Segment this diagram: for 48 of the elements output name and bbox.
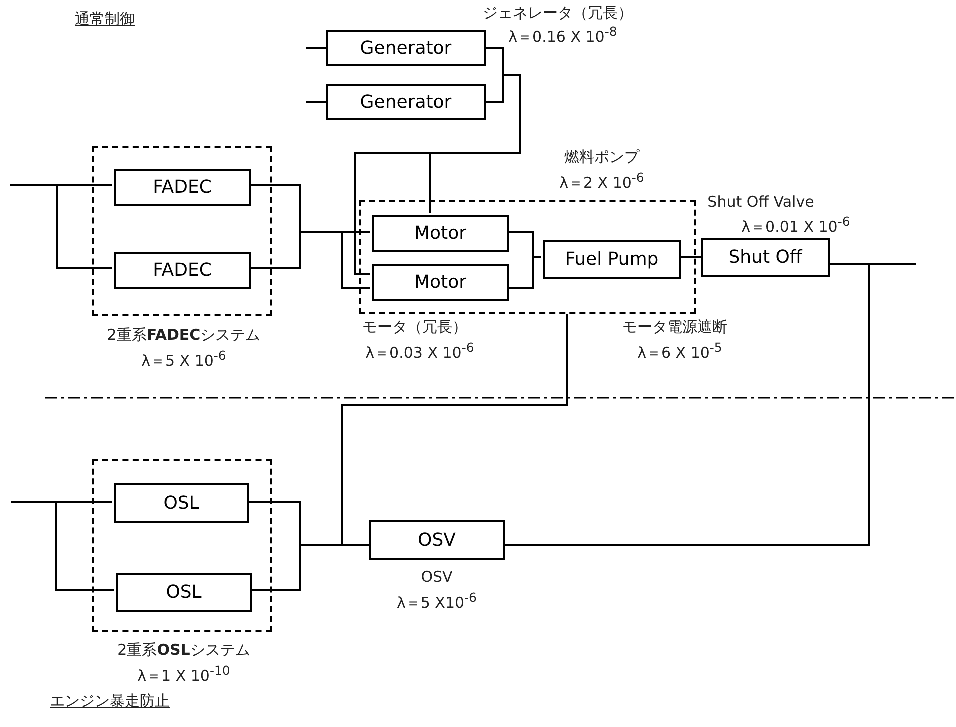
block-label: OSL [166, 582, 202, 603]
block-label: Generator [360, 92, 452, 112]
block-label: OSV [418, 530, 456, 550]
block-label: FADEC [153, 260, 212, 281]
block-label: OSL [164, 492, 200, 514]
failure-rate-label: λ＝0.01 X 10$^{-6}$ [740, 214, 852, 237]
annotation-text: ジェネレータ（冗長） [482, 4, 634, 23]
connector-line [10, 184, 112, 269]
annotation-text: モータ（冗長） [362, 318, 468, 337]
block-box [114, 169, 251, 206]
block-label: Shut Off [728, 247, 802, 268]
block-box [543, 240, 681, 279]
annotation-text: λ＝0.03 X 10$^{-6}$ [364, 340, 476, 363]
block-label: Motor [414, 223, 466, 244]
annotation-text: モータ電源遮断 [622, 318, 728, 337]
section-heading: エンジン暴走防止 [49, 692, 171, 711]
group-title: 燃料ポンプ [564, 148, 641, 167]
connector-line [679, 256, 701, 258]
failure-rate-label: λ＝1 X 10$^{-10}$ [136, 663, 232, 686]
group-title: 2重系OSLシステム [116, 641, 252, 660]
block-label: Generator [360, 38, 452, 58]
block-label: Fuel Pump [565, 249, 659, 270]
connector-line [249, 231, 370, 289]
block-box [326, 84, 486, 120]
block-box [326, 30, 486, 66]
failure-rate-label: λ＝5 X10$^{-6}$ [396, 590, 478, 613]
annotation-text: λ＝0.16 X 10$^{-8}$ [508, 24, 618, 47]
block-box [372, 215, 509, 252]
connector-line [505, 263, 870, 546]
failure-rate-label: λ＝5 X 10$^{-6}$ [140, 348, 228, 371]
block-box [114, 483, 249, 523]
block-box [701, 238, 830, 277]
annotation-text: λ＝6 X 10$^{-5}$ [636, 340, 724, 363]
connector-line [306, 47, 326, 49]
connector-line [507, 256, 541, 289]
failure-rate-label: λ＝2 X 10$^{-6}$ [558, 170, 646, 193]
connector-line [11, 501, 114, 591]
section-heading: 通常制御 [74, 10, 136, 29]
group-title: 2重系FADECシステム [106, 326, 262, 345]
block-label: FADEC [153, 177, 212, 198]
block-box [114, 252, 251, 289]
block-label: Motor [414, 272, 466, 293]
connector-line [306, 101, 326, 103]
component-name: OSV [420, 568, 454, 586]
block-box [372, 264, 509, 301]
block-box [116, 573, 252, 612]
component-name: Shut Off Valve [706, 193, 816, 211]
block-box [369, 520, 505, 560]
